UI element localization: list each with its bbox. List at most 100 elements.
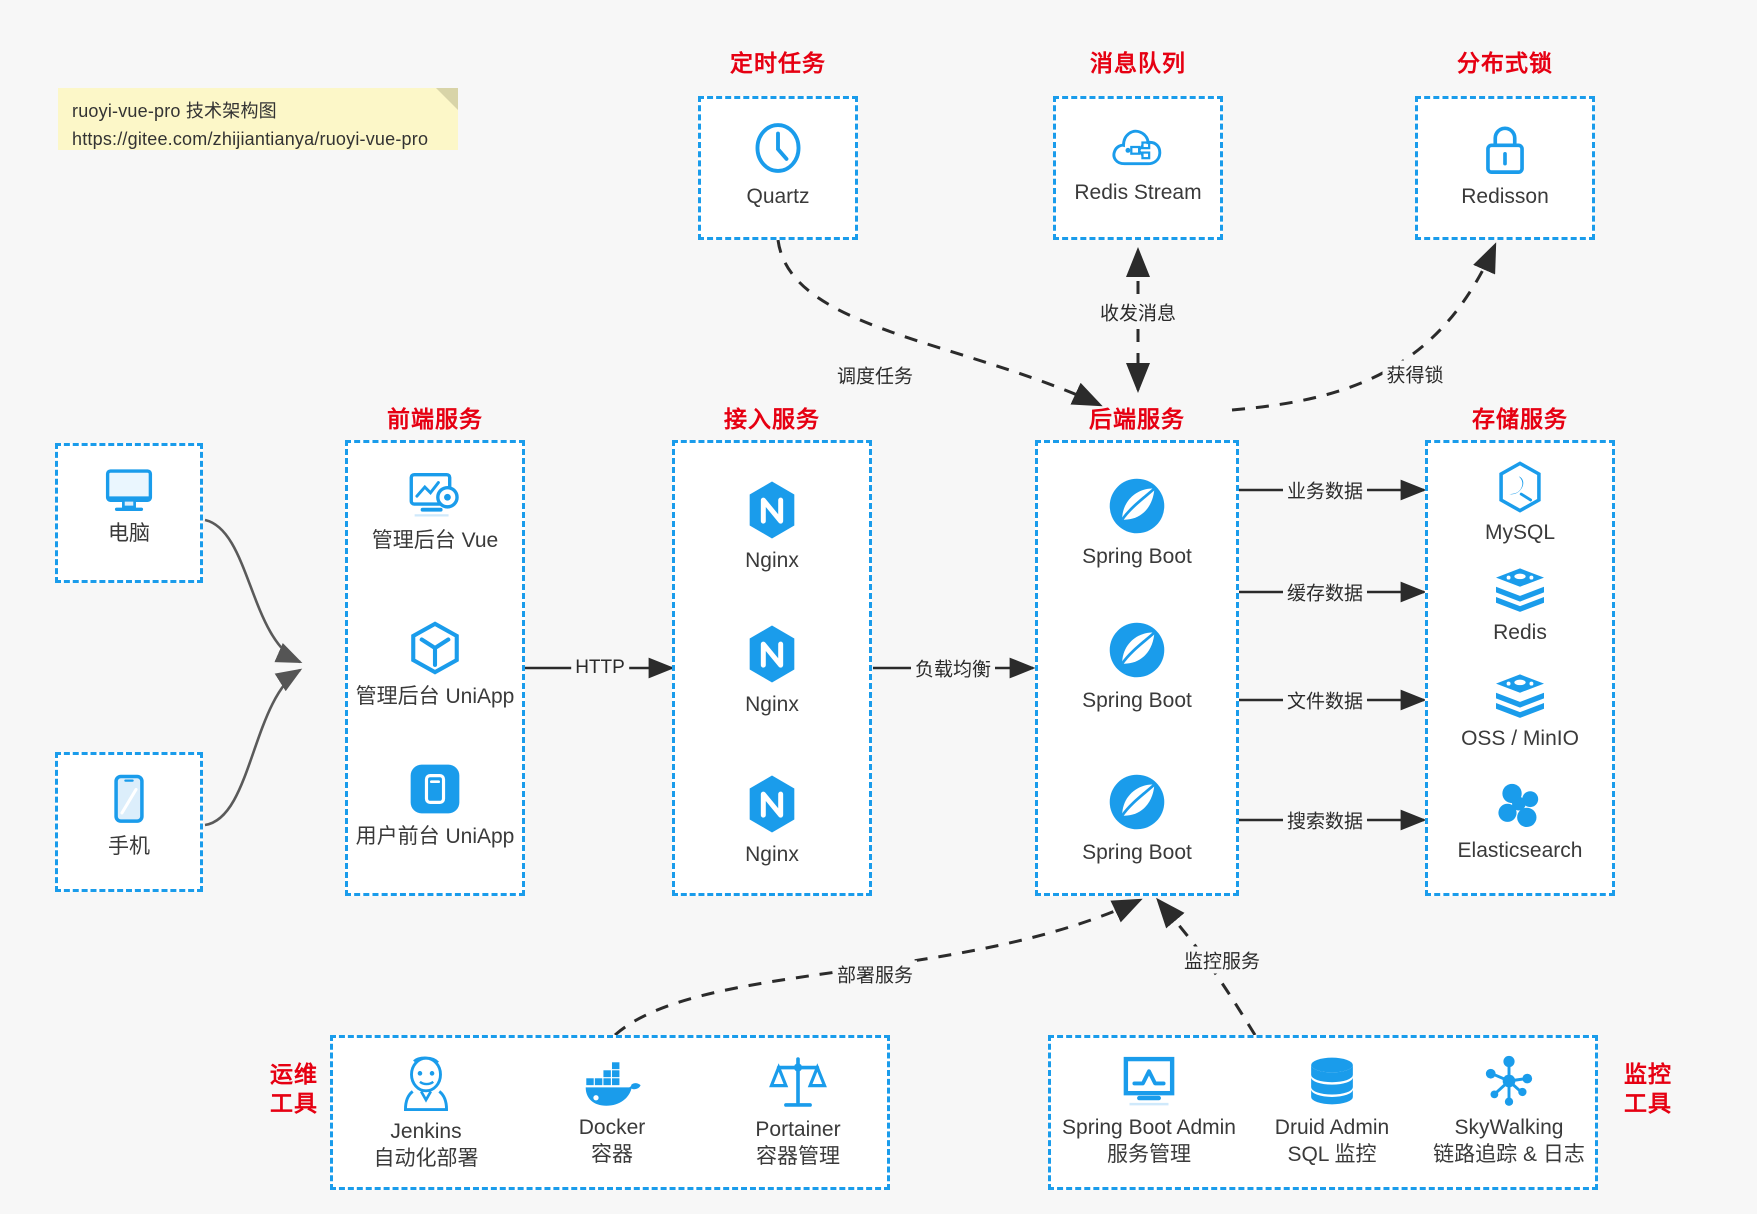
group-distributed-lock: Redisson — [1415, 96, 1595, 240]
node-label: Elasticsearch — [1457, 839, 1583, 862]
edge-label-mq: 收发消息 — [1095, 298, 1181, 326]
node-label: Nginx — [745, 843, 799, 866]
node-sublabel: 容器 — [591, 1143, 633, 1167]
monitor-chart-icon — [409, 472, 459, 517]
node-nginx-3[interactable]: Nginx — [675, 773, 869, 868]
group-message-queue: Redis Stream — [1053, 96, 1223, 240]
group-backend: Spring Boot Spring Boot Spring Boot — [1035, 440, 1239, 896]
redis-icon — [1496, 568, 1544, 612]
node-sublabel: 容器管理 — [756, 1145, 840, 1169]
group-title-scheduled-task: 定时任务 — [730, 50, 826, 76]
nginx-icon — [749, 481, 795, 539]
node-label: Redis Stream — [1074, 181, 1202, 204]
node-label: Redis — [1493, 621, 1547, 644]
node-label: Quartz — [746, 185, 810, 208]
group-frontend: 管理后台 Vue 管理后台 UniApp 用户前台 UniApp — [345, 440, 525, 896]
node-label: Jenkins — [390, 1120, 462, 1143]
group-scheduled-task: Quartz — [698, 96, 858, 240]
node-skywalking[interactable]: SkyWalking 链路追踪 & 日志 — [1417, 1054, 1601, 1169]
monitor-title-line1: 监控 — [1624, 1061, 1672, 1087]
group-title-backend: 后端服务 — [1089, 406, 1185, 432]
node-label: Spring Boot — [1082, 689, 1192, 712]
node-label: OSS / MinIO — [1461, 727, 1579, 750]
group-title-monitor-tools: 监控 工具 — [1610, 1060, 1686, 1119]
ops-title-line1: 运维 — [270, 1061, 318, 1087]
edge-label-deploy: 部署服务 — [832, 960, 918, 988]
node-label: Redisson — [1461, 185, 1549, 208]
node-nginx-2[interactable]: Nginx — [675, 623, 869, 718]
spring-icon — [1109, 478, 1165, 534]
node-jenkins[interactable]: Jenkins 自动化部署 — [333, 1054, 519, 1173]
node-label: Nginx — [745, 693, 799, 716]
monitor-wave-icon — [1123, 1056, 1175, 1106]
node-mobile[interactable]: 手机 — [58, 773, 200, 860]
nginx-icon — [749, 775, 795, 833]
mysql-icon — [1499, 461, 1541, 513]
node-redis-stream[interactable]: Redis Stream — [1056, 121, 1220, 206]
node-docker[interactable]: Docker 容器 — [519, 1060, 705, 1169]
lock-icon — [1486, 126, 1524, 174]
group-title-frontend: 前端服务 — [387, 406, 483, 432]
group-client-mobile: 手机 — [55, 752, 203, 892]
node-sublabel: 自动化部署 — [373, 1147, 479, 1171]
node-label: 用户前台 UniApp — [355, 825, 515, 848]
cloud-stream-icon — [1112, 129, 1162, 166]
node-label: Nginx — [745, 549, 799, 572]
node-label: 电脑 — [108, 522, 150, 545]
node-spring-boot-1[interactable]: Spring Boot — [1038, 475, 1236, 570]
database-icon — [1311, 1057, 1353, 1105]
node-label: Portainer — [755, 1118, 841, 1141]
ops-title-line2: 工具 — [270, 1090, 318, 1117]
group-title-gateway: 接入服务 — [724, 406, 820, 432]
edge-label-biz: 业务数据 — [1282, 476, 1368, 504]
node-redis[interactable]: Redis — [1428, 565, 1612, 646]
spring-icon — [1109, 622, 1165, 678]
group-monitor-tools: Spring Boot Admin 服务管理 Druid Admin SQL 监… — [1048, 1035, 1598, 1190]
skywalking-icon — [1485, 1055, 1533, 1106]
node-spring-boot-admin[interactable]: Spring Boot Admin 服务管理 — [1051, 1054, 1247, 1169]
node-user-uniapp[interactable]: 用户前台 UniApp — [348, 761, 522, 850]
note-title: ruoyi-vue-pro 技术架构图 — [72, 101, 277, 121]
node-label: Spring Boot — [1082, 545, 1192, 568]
node-mysql[interactable]: MySQL — [1428, 461, 1612, 546]
phone-app-icon — [410, 764, 460, 814]
node-druid-admin[interactable]: Druid Admin SQL 监控 — [1247, 1054, 1417, 1169]
mobile-icon — [114, 774, 144, 823]
node-nginx-1[interactable]: Nginx — [675, 479, 869, 574]
group-gateway: Nginx Nginx Nginx — [672, 440, 872, 896]
group-client-desktop: 电脑 — [55, 443, 203, 583]
node-label: MySQL — [1484, 521, 1555, 544]
node-redisson[interactable]: Redisson — [1418, 121, 1592, 210]
edge-label-lb: 负载均衡 — [910, 654, 996, 682]
node-admin-vue[interactable]: 管理后台 Vue — [348, 469, 522, 554]
oss-icon — [1496, 674, 1544, 718]
group-title-message-queue: 消息队列 — [1090, 50, 1186, 76]
node-quartz[interactable]: Quartz — [701, 119, 855, 210]
node-sublabel: 链路追踪 & 日志 — [1433, 1143, 1585, 1167]
node-elasticsearch[interactable]: Elasticsearch — [1428, 781, 1612, 864]
group-title-storage: 存储服务 — [1472, 406, 1568, 432]
node-label: 管理后台 Vue — [371, 529, 499, 552]
cube-icon — [411, 621, 459, 675]
group-ops-tools: Jenkins 自动化部署 Docker 容器 — [330, 1035, 890, 1190]
desktop-icon — [105, 469, 153, 511]
docker-icon — [585, 1062, 641, 1106]
edge-label-http: HTTP — [571, 657, 629, 679]
node-label: 手机 — [108, 835, 150, 858]
node-label: Druid Admin — [1274, 1116, 1390, 1139]
scales-icon — [769, 1057, 827, 1107]
nginx-icon — [749, 625, 795, 683]
node-label: SkyWalking — [1454, 1116, 1564, 1139]
group-storage: MySQL Redis OSS / MinIO — [1425, 440, 1615, 896]
node-spring-boot-3[interactable]: Spring Boot — [1038, 771, 1236, 866]
node-spring-boot-2[interactable]: Spring Boot — [1038, 619, 1236, 714]
node-sublabel: 服务管理 — [1107, 1143, 1191, 1167]
node-label: Spring Boot Admin — [1062, 1116, 1236, 1139]
node-admin-uniapp[interactable]: 管理后台 UniApp — [348, 619, 522, 710]
node-portainer[interactable]: Portainer 容器管理 — [705, 1054, 891, 1171]
node-desktop[interactable]: 电脑 — [58, 464, 200, 547]
node-oss-minio[interactable]: OSS / MinIO — [1428, 671, 1612, 752]
clock-icon — [755, 123, 801, 173]
edge-label-monitor: 监控服务 — [1179, 946, 1265, 974]
